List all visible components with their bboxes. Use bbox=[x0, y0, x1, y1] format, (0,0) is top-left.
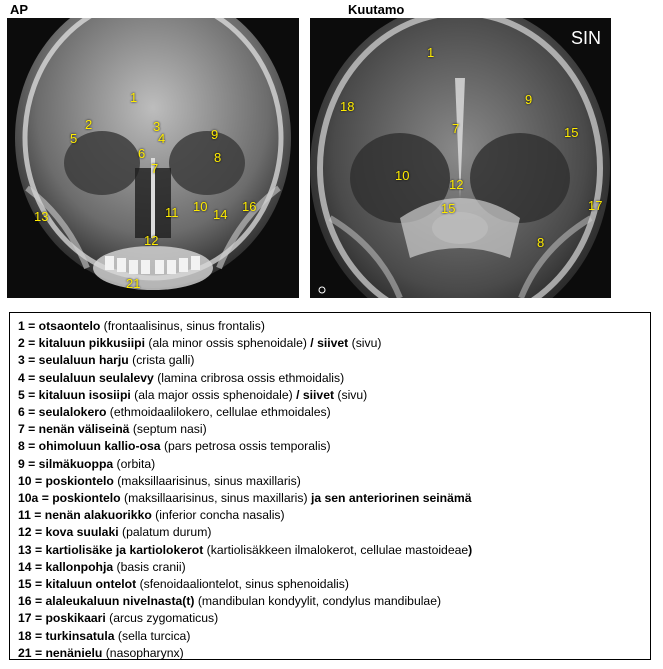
kuutamo-caption: Kuutamo bbox=[348, 2, 405, 17]
legend-row: 12 = kova suulaki (palatum durum) bbox=[18, 525, 212, 540]
kuutamo-label: 8 bbox=[537, 235, 545, 250]
ap-label: 14 bbox=[213, 207, 228, 222]
kuutamo-label: 10 bbox=[395, 168, 410, 183]
legend-row: 15 = kitaluun ontelot (sfenoidaaliontelo… bbox=[18, 577, 349, 592]
ap-label: 9 bbox=[211, 127, 219, 142]
legend-row: 8 = ohimoluun kallio-osa (pars petrosa o… bbox=[18, 439, 331, 454]
legend-row: 7 = nenän väliseinä (septum nasi) bbox=[18, 422, 207, 437]
kuutamo-label: 17 bbox=[588, 198, 603, 213]
ap-label: 13 bbox=[34, 209, 49, 224]
ap-label: 16 bbox=[242, 199, 257, 214]
legend-row: 4 = seulaluun seulalevy (lamina cribrosa… bbox=[18, 370, 345, 385]
ap-skull-drawing bbox=[15, 18, 291, 290]
legend-box: 1 = otsaontelo (frontaalisinus, sinus fr… bbox=[9, 312, 651, 660]
kuutamo-label: 15 bbox=[441, 201, 456, 216]
legend-row: 16 = alaleukaluun nivelnasta(t) (mandibu… bbox=[18, 594, 442, 609]
ap-label: 5 bbox=[70, 131, 78, 146]
kuutamo-label: 12 bbox=[449, 177, 464, 192]
ap-label: 2 bbox=[85, 117, 93, 132]
ap-label: 6 bbox=[138, 146, 146, 161]
side-marker-sin: SIN bbox=[570, 28, 601, 48]
legend-row: 5 = kitaluun isosiipi (ala major ossis s… bbox=[18, 387, 368, 402]
legend-row: 10 = poskiontelo (maksillaarisinus, sinu… bbox=[18, 473, 301, 488]
ap-label: 10 bbox=[193, 199, 208, 214]
ap-label: 21 bbox=[126, 276, 141, 291]
legend-row: 6 = seulalokero (ethmoidaalilokero, cell… bbox=[18, 405, 331, 420]
ap-label: 12 bbox=[144, 233, 159, 248]
ap-label: 8 bbox=[214, 150, 222, 165]
ap-caption: AP bbox=[10, 2, 29, 17]
ap-label: 3 bbox=[153, 119, 161, 134]
ap-label: 4 bbox=[158, 131, 166, 146]
kuutamo-label: 7 bbox=[452, 121, 460, 136]
kuutamo-label: 15 bbox=[564, 125, 579, 140]
legend-row: 2 = kitaluun pikkusiipi (ala minor ossis… bbox=[18, 336, 382, 351]
kuutamo-label: 1 bbox=[427, 45, 435, 60]
legend-row: 9 = silmäkuoppa (orbita) bbox=[18, 456, 156, 471]
kuutamo-xray-image: SIN 1 18 9 7 15 10 12 15 17 8 bbox=[310, 18, 611, 298]
legend-row: 1 = otsaontelo (frontaalisinus, sinus fr… bbox=[18, 319, 265, 333]
legend-row: 13 = kartiolisäke ja kartiolokerot (kart… bbox=[18, 542, 473, 557]
legend-row: 3 = seulaluun harju (crista galli) bbox=[18, 353, 195, 368]
kuutamo-label: 9 bbox=[525, 92, 533, 107]
legend-row: 10a = poskiontelo (maksillaarisinus, sin… bbox=[18, 491, 472, 506]
kuutamo-label: 18 bbox=[340, 99, 355, 114]
ap-label: 1 bbox=[130, 90, 138, 105]
ap-xray-image: 1 2 3 4 5 9 6 8 7 13 11 10 14 16 12 21 bbox=[7, 18, 299, 298]
ap-label: 7 bbox=[151, 161, 159, 176]
legend-row: 21 = nenänielu (nasopharynx) bbox=[18, 645, 184, 660]
legend-row: 14 = kallonpohja (basis cranii) bbox=[18, 559, 186, 574]
legend-row: 18 = turkinsatula (sella turcica) bbox=[18, 628, 191, 643]
legend-row: 17 = poskikaari (arcus zygomaticus) bbox=[18, 611, 219, 626]
kuutamo-skull-drawing bbox=[310, 18, 610, 298]
legend-row: 11 = nenän alakuorikko (inferior concha … bbox=[18, 508, 285, 523]
ap-label: 11 bbox=[165, 205, 179, 220]
